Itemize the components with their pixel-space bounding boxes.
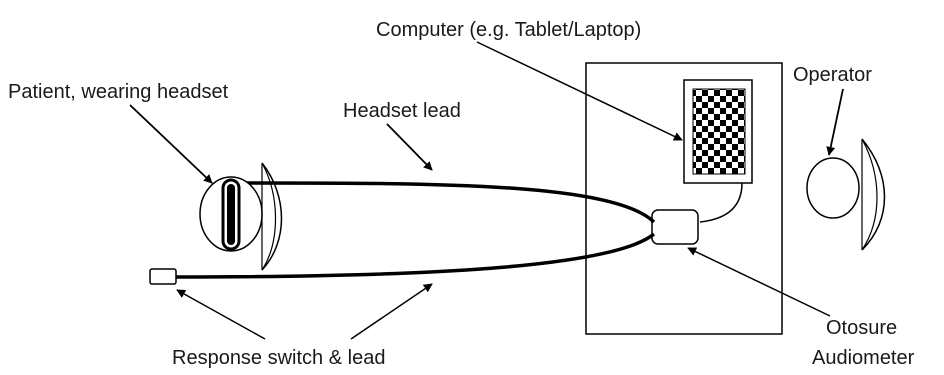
computer-tablet xyxy=(683,79,753,184)
response-switch xyxy=(149,268,177,285)
headset-lead xyxy=(231,181,656,224)
patient-arrow xyxy=(129,104,213,184)
response-switch-arrow-left xyxy=(176,289,266,340)
computer-cable xyxy=(699,182,743,223)
otosure-label-line2: Audiometer xyxy=(812,347,915,369)
response-switch-label: Response switch & lead xyxy=(172,347,385,369)
otosure-arrow xyxy=(687,247,831,317)
operator-shoulders xyxy=(861,138,886,251)
operator-arrow xyxy=(826,88,844,156)
patient-shoulders xyxy=(261,162,283,271)
computer-label: Computer (e.g. Tablet/Laptop) xyxy=(376,19,641,41)
otosure-audiometer xyxy=(651,209,699,245)
headset-lead-label: Headset lead xyxy=(343,100,461,122)
operator xyxy=(806,138,886,251)
response-switch-arrow-right xyxy=(350,283,433,340)
computer-arrow xyxy=(476,41,683,141)
otosure-label-line1: Otosure xyxy=(826,317,897,339)
patient xyxy=(199,162,283,271)
patient-label: Patient, wearing headset xyxy=(8,81,229,103)
response-switch-lead xyxy=(175,232,656,279)
operator-label: Operator xyxy=(793,64,872,86)
headset-lead-arrow xyxy=(386,123,433,171)
operator-head xyxy=(806,157,860,219)
